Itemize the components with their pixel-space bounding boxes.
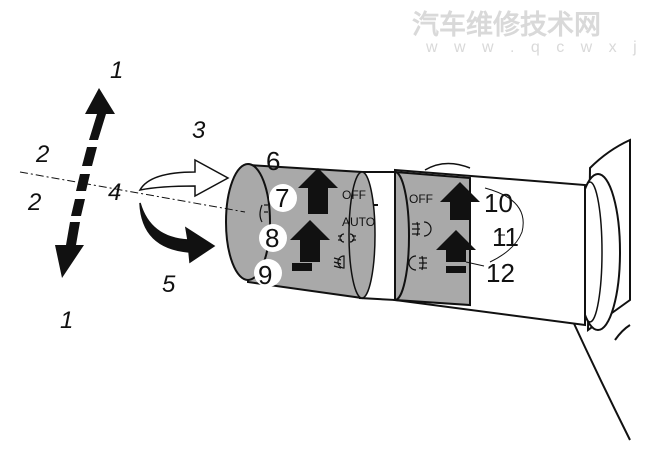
watermark-url: w w w . q c w x j s . c o m	[425, 39, 647, 56]
front-fog-icon	[412, 221, 432, 237]
callout-3: 3	[192, 117, 206, 144]
parking-light-icon	[338, 233, 356, 243]
position-light-icon	[259, 204, 268, 223]
headlight-position-arrows	[290, 168, 338, 271]
axis-line	[19, 171, 246, 213]
callout-9: 9	[258, 260, 272, 290]
callout-8: 8	[265, 223, 279, 253]
watermark-title: 汽车维修技术网	[412, 9, 601, 41]
tilt-arrow	[55, 88, 115, 278]
callout-2-lower: 2	[27, 189, 41, 216]
rotate-back-arrow	[139, 202, 216, 264]
callout-7-bg	[269, 184, 297, 212]
fog-position-arrows	[436, 182, 480, 273]
callout-11: 11	[492, 222, 519, 252]
callout-10: 10	[484, 188, 513, 218]
callout-1-up: 1	[110, 57, 123, 84]
steering-column	[569, 138, 631, 441]
callout-1-down: 1	[60, 307, 73, 334]
callout-8-bg	[259, 224, 287, 252]
callout-5: 5	[162, 271, 176, 298]
fog-off-label: OFF	[409, 192, 433, 206]
callout-7: 7	[275, 183, 289, 213]
callout-6: 6	[266, 146, 280, 176]
callout-12: 12	[486, 258, 515, 288]
callout-9-bg	[254, 259, 282, 287]
rear-fog-icon	[408, 255, 427, 271]
headlight-auto-label: AUTO	[342, 215, 375, 229]
low-beam-icon	[333, 255, 345, 269]
leader-lines	[465, 187, 524, 267]
rotate-forward-arrow	[138, 158, 230, 198]
headlight-off-label: OFF	[342, 188, 366, 202]
callout-2-upper: 2	[35, 141, 49, 168]
callout-4: 4	[108, 179, 121, 206]
